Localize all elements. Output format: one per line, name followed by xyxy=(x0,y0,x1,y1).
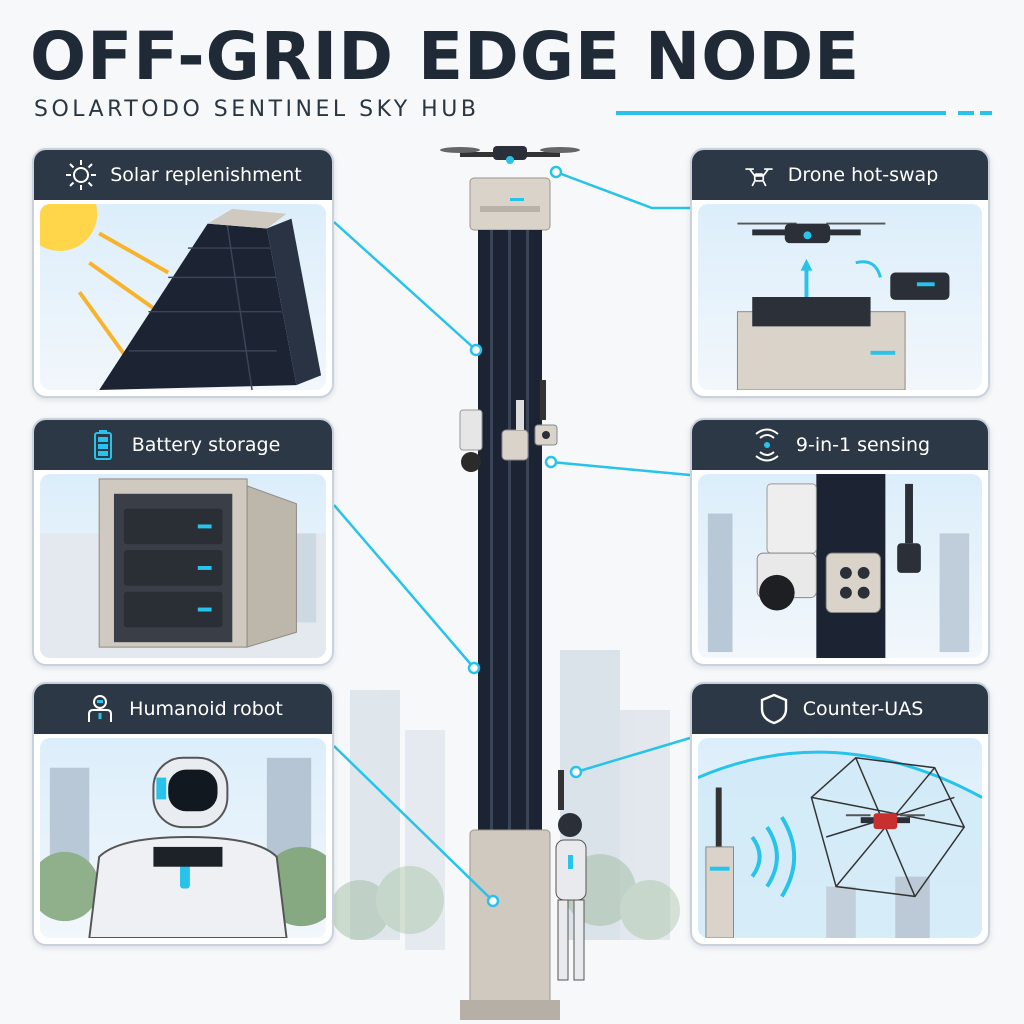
panel-humanoid-robot: Humanoid robot xyxy=(32,682,334,946)
drone-hot-swap-scene xyxy=(736,222,950,390)
shield-icon xyxy=(757,692,791,726)
humanoid-robot-scene xyxy=(40,756,326,938)
sensor-cluster-scene xyxy=(707,474,970,658)
panel-counter-uas: Counter-UAS xyxy=(690,682,990,946)
subtitle-accent-line xyxy=(616,111,946,115)
counter-uas-scene xyxy=(698,750,982,938)
panel-label: Counter-UAS xyxy=(802,698,924,720)
signal-icon xyxy=(750,428,784,462)
sensor-cluster xyxy=(459,380,558,472)
sun-icon xyxy=(64,158,98,192)
panel-label: Drone hot-swap xyxy=(787,164,939,186)
solar-scene xyxy=(40,204,322,390)
subtitle-accent-dash xyxy=(958,111,974,115)
sky-hub-pole-illustration xyxy=(330,146,680,1020)
panel-drone-hot-swap: Drone hot-swap xyxy=(690,148,990,398)
panel-solar-replenishment: Solar replenishment xyxy=(32,148,334,398)
panel-label: Humanoid robot xyxy=(129,698,283,720)
panel-label: Battery storage xyxy=(131,434,281,456)
pole-base-cabinet xyxy=(460,829,560,1020)
battery-icon xyxy=(86,428,120,462)
panel-label: 9-in-1 sensing xyxy=(795,434,931,456)
drone-icon xyxy=(742,158,776,192)
humanoid-robot-figure xyxy=(555,770,587,981)
page-title: OFF-GRID EDGE NODE xyxy=(30,18,861,95)
docking-station xyxy=(469,177,551,231)
page-subtitle: SOLARTODO SENTINEL SKY HUB xyxy=(34,97,480,122)
panel-battery-storage: Battery storage xyxy=(32,418,334,666)
robot-icon xyxy=(83,692,117,726)
subtitle-accent-dash xyxy=(980,111,992,115)
panel-9-in-1-sensing: 9-in-1 sensing xyxy=(690,418,990,666)
battery-cabinet-scene xyxy=(40,478,326,658)
drone-on-pole-top xyxy=(440,146,580,164)
solar-pole-shaft xyxy=(478,230,542,830)
panel-label: Solar replenishment xyxy=(110,164,302,186)
